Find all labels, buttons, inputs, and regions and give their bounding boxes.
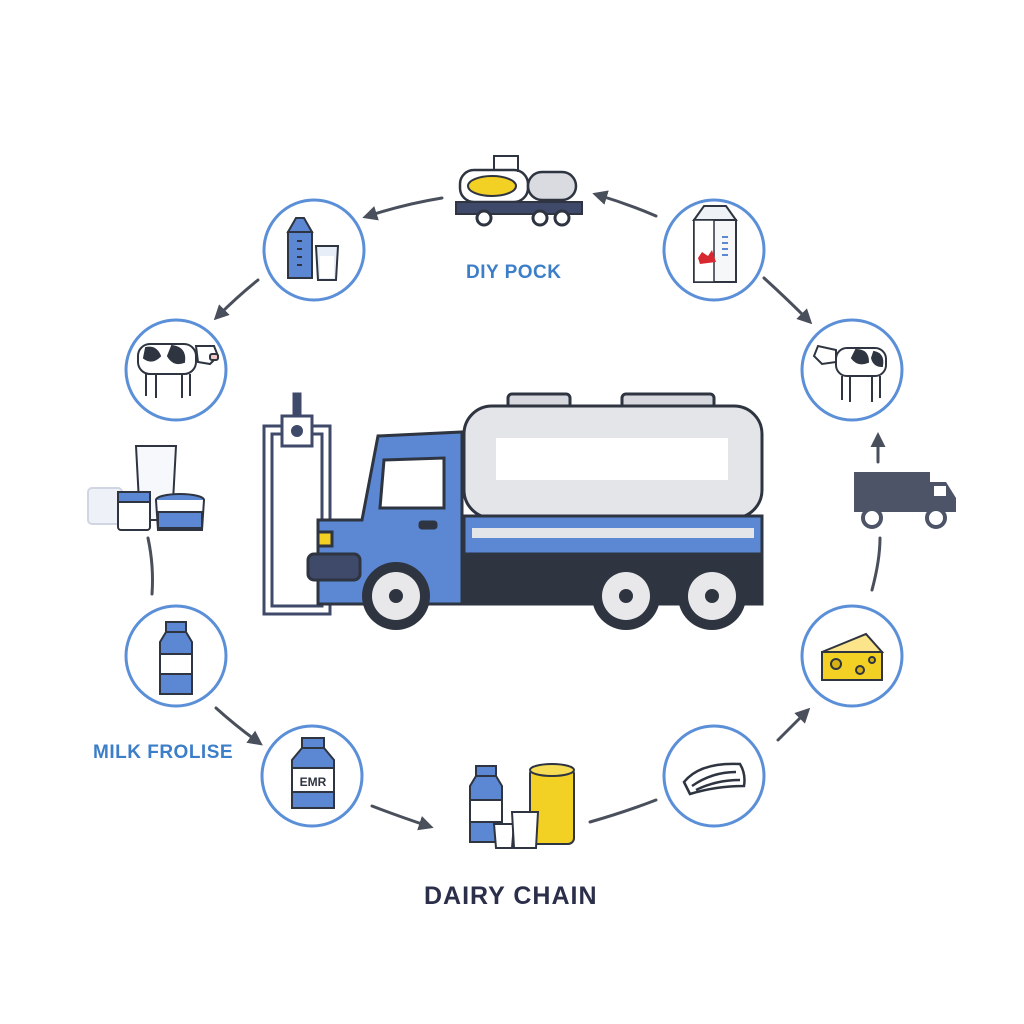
arrow-carton-to-cow-left — [213, 278, 260, 321]
milk-tanker-truck — [262, 392, 764, 630]
milk-tanker-trailer-node — [455, 155, 583, 227]
juice-carton-node — [662, 198, 766, 302]
tanker-trailer-icon — [455, 155, 583, 227]
label-diy-pock: DIY POCK — [466, 262, 562, 283]
yogurt-cups-node — [87, 445, 205, 531]
fish-fillet-node — [662, 724, 766, 828]
label-milk-frolise: MILK FROLISE — [93, 742, 234, 763]
yogurt-cups-icon — [87, 445, 205, 531]
diagram-title: DAIRY CHAIN — [424, 882, 598, 910]
arrow-tanker-to-carton — [362, 196, 444, 221]
arrow-cheese-to-truck — [870, 536, 882, 592]
arrow-products-to-fish — [588, 798, 658, 824]
cow-icon — [812, 344, 887, 402]
cheese-node — [800, 604, 904, 708]
cow-left-node — [124, 318, 228, 422]
tank-sign — [496, 438, 728, 480]
milk-carton-glass-node — [262, 198, 366, 302]
dairy-products-node — [469, 763, 575, 849]
fish-fillet-icon — [682, 762, 746, 796]
milk-bottle-node — [124, 604, 228, 708]
milk-bottle-icon — [159, 621, 193, 695]
milk-carton-and-glass-icon — [286, 217, 340, 281]
arrow-fish-to-cheese — [776, 707, 811, 742]
dairy-products-icon — [469, 763, 575, 849]
cheese-icon — [821, 632, 885, 681]
bottle-label-text: EMR — [300, 775, 327, 789]
truck-wheels — [362, 562, 746, 630]
arrow-juice-to-cow-right — [762, 276, 813, 325]
rear-wheel-2 — [678, 562, 746, 630]
front-wheel — [362, 562, 430, 630]
arrow-yogurt-to-milkbottle — [146, 536, 154, 596]
arrow-bottle-to-products — [370, 804, 434, 831]
cow-icon — [137, 343, 220, 398]
delivery-truck-icon — [854, 472, 956, 529]
cow-right-node — [800, 318, 904, 422]
tanker-tank — [462, 392, 764, 606]
delivery-truck-node — [854, 472, 956, 529]
arrow-juice-to-tanker — [592, 190, 658, 218]
milk-carton-icon — [692, 205, 738, 283]
rear-wheel-1 — [592, 562, 660, 630]
labeled-bottle-node: EMR — [260, 724, 364, 828]
arrow-milkbottle-to-bottle — [214, 706, 263, 746]
bottle-icon: EMR — [291, 737, 335, 809]
truck-cab — [306, 430, 464, 606]
cycle-arrows — [146, 190, 886, 831]
